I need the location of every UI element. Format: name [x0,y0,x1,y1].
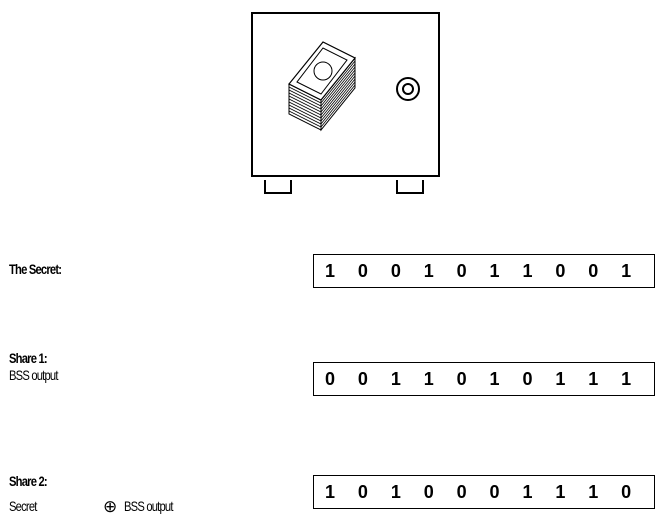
secret-bit: 0 [358,261,391,282]
share1-bit: 0 [325,369,358,390]
share2-bit: 1 [555,482,588,503]
share1-bit: 0 [522,369,555,390]
share2-sublabel-secret: Secret [9,498,37,514]
share2-bit: 0 [424,482,457,503]
share1-bit: 0 [457,369,490,390]
share1-bit: 1 [621,369,654,390]
share2-bit: 1 [588,482,621,503]
secret-bit: 0 [391,261,424,282]
share1-bit-box: 0 0 1 1 0 1 0 1 1 1 [313,362,655,396]
secret-bit: 0 [555,261,588,282]
safe-right-foot [396,180,424,194]
share1-label: Share 1: [9,350,47,366]
secret-label: The Secret: [9,261,61,277]
share1-bit: 1 [424,369,457,390]
share2-bit: 1 [522,482,555,503]
safe-left-foot [264,180,292,194]
secret-bit-box: 1 0 0 1 0 1 1 0 0 1 [313,254,655,288]
share2-bit-box: 1 0 1 0 0 0 1 1 1 0 [313,475,655,509]
secret-bit: 1 [522,261,555,282]
share2-bit: 1 [391,482,424,503]
share2-sublabel-bss: BSS output [124,498,173,514]
share2-bit: 0 [358,482,391,503]
money-stack-icon [285,40,365,140]
share1-bit: 0 [358,369,391,390]
secret-bit: 0 [588,261,621,282]
share2-bit: 0 [490,482,523,503]
share1-bit: 1 [490,369,523,390]
safe-dial-icon [396,77,420,101]
share1-bit: 1 [391,369,424,390]
secret-bit: 1 [325,261,358,282]
share1-bit: 1 [555,369,588,390]
secret-bit: 1 [490,261,523,282]
secret-bit: 1 [621,261,654,282]
share2-bit: 1 [325,482,358,503]
share1-bit: 1 [588,369,621,390]
share1-sublabel: BSS output [9,367,58,383]
share2-bit: 0 [621,482,654,503]
secret-bit: 0 [457,261,490,282]
secret-bit: 1 [424,261,457,282]
share2-bit: 0 [457,482,490,503]
xor-operator-icon: ⊕ [103,498,117,515]
share2-label: Share 2: [9,473,47,489]
